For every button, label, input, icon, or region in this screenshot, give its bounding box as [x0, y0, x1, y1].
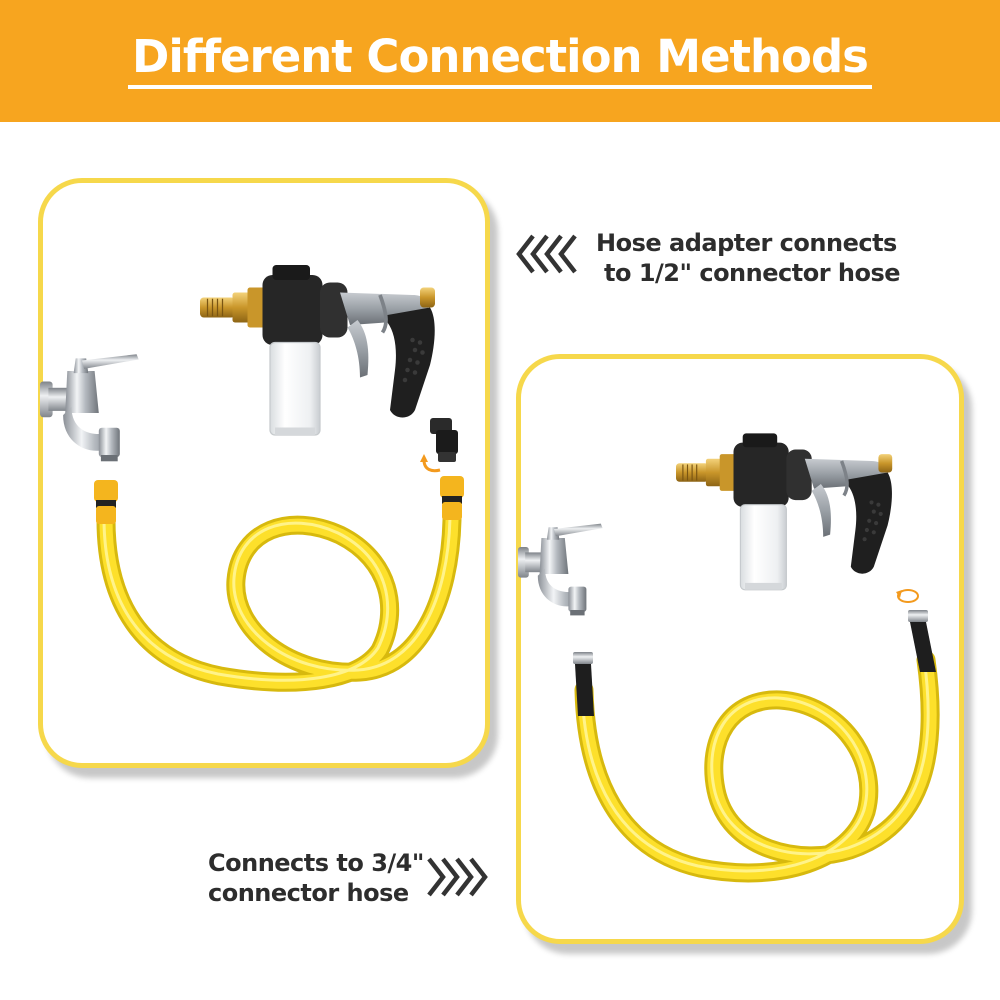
half-inch-caption: Hose adapter connects to 1/2" connector … [596, 228, 901, 288]
half-inch-connection-panel [38, 178, 490, 768]
three-quarter-caption-line1: Connects to 3/4" [208, 849, 424, 877]
page-title: Different Connection Methods [0, 30, 1000, 89]
half-inch-caption-line1: Hose adapter connects [596, 229, 897, 257]
half-inch-caption-line2: to 1/2" connector hose [604, 259, 901, 287]
header-banner: Different Connection Methods [0, 0, 1000, 122]
three-quarter-caption: Connects to 3/4" connector hose [208, 848, 438, 908]
three-quarter-caption-line2: connector hose [208, 879, 409, 907]
three-quarter-inch-connection-panel [516, 354, 964, 944]
chevrons-right-icon [427, 857, 488, 897]
chevrons-left-icon [516, 234, 577, 274]
